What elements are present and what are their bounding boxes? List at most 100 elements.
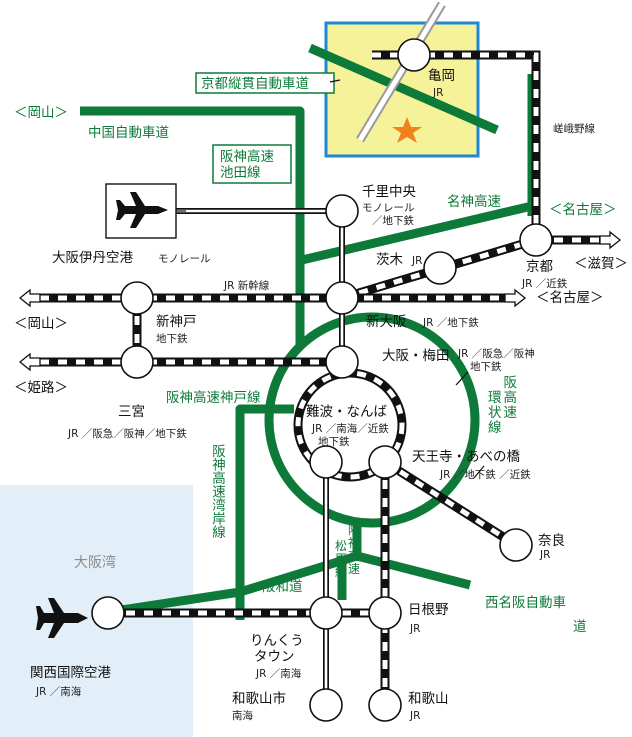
sagano-label: 嵯峨野線 [553, 122, 595, 135]
wakayama-sub: JR [409, 710, 420, 722]
shin-osaka-sub: JR ／地下鉄 [422, 316, 479, 329]
osaka-umeda-name: 大阪・梅田 [382, 348, 450, 364]
shinkansen-label: JR 新幹線 [223, 279, 270, 292]
kanjo-b: 状 [488, 405, 502, 421]
hanshin-ikeda-box [212, 144, 292, 184]
station-shin-kobe[interactable] [120, 281, 154, 315]
shin-kobe-sub: 地下鉄 [156, 332, 188, 345]
airplane-icon [116, 192, 168, 228]
kyoto-name: 京都 [526, 259, 553, 275]
road-nishimeihan [355, 551, 472, 590]
matsubara-g: 速 [348, 562, 361, 576]
arrow-east-shiga [599, 230, 622, 250]
kyoto-jukan-label: 京都縦貫自動車道 [201, 76, 309, 92]
road-kanjo-loop [264, 312, 480, 528]
station-kyoto[interactable] [519, 223, 553, 257]
wakayamashi-name: 和歌山市 [232, 690, 286, 707]
hineno-name: 日根野 [408, 602, 449, 618]
dir-nagoya-road: ＜名古屋＞ [549, 202, 617, 218]
dir-okayama-rail: ＜岡山＞ [14, 316, 68, 332]
meishin-label: 名神高速 [447, 193, 501, 210]
osaka-bay-label: 大阪湾 [74, 554, 116, 571]
hanshin-ikeda-label1: 阪神高速 [220, 148, 274, 165]
matsubara-c: 線 [335, 565, 348, 579]
kix-name: 関西国際空港 [30, 665, 111, 681]
station-osaka-umeda[interactable] [325, 345, 359, 379]
station-ibaraki[interactable] [423, 251, 457, 285]
station-kameoka[interactable] [397, 38, 431, 72]
matsubara-d: 阪 [348, 523, 361, 537]
station-namba[interactable] [309, 445, 343, 479]
senri-chuo-sub2: ／地下鉄 [372, 214, 414, 227]
hanwa-label: 阪和道 [262, 579, 303, 595]
kameoka-name: 亀岡 [428, 68, 455, 84]
direction-arrows [18, 230, 622, 372]
osaka-umeda-sub1: JR ／阪急／阪神 [457, 347, 535, 360]
sannomiya-name: 三宮 [118, 404, 145, 420]
road-wangan [107, 520, 362, 617]
station-wakayama[interactable] [368, 688, 402, 722]
road-kobe-line [235, 404, 294, 620]
senri-chuo-name: 千里中央 [362, 184, 416, 200]
station-rinku[interactable] [309, 596, 343, 630]
dir-himeji: ＜姫路＞ [14, 380, 68, 396]
ibaraki-sub: JR [411, 255, 422, 267]
station-nara[interactable] [499, 528, 533, 562]
hineno-sub: JR [409, 623, 420, 635]
arrow-east-nagoya [504, 288, 527, 308]
matsubara-f: 高 [348, 549, 361, 563]
matsubara-a: 松 [335, 539, 348, 553]
shin-osaka-name: 新大阪 [366, 314, 407, 330]
nara-sub: JR [539, 549, 550, 561]
nara-name: 奈良 [538, 533, 565, 549]
station-wakayamashi[interactable] [309, 688, 343, 722]
namba-sub2: 地下鉄 [318, 435, 350, 448]
kanjo-f: 速 [503, 405, 518, 421]
nishimeihan-label: 西名阪自動車 [485, 595, 566, 611]
kyoto-sub: JR ／近鉄 [521, 277, 568, 290]
chugoku-label: 中国自動車道 [88, 125, 169, 141]
kanjo-c: 線 [488, 420, 502, 436]
kameoka-sub: JR [432, 87, 443, 99]
rinku-name1: りんくう [250, 633, 304, 649]
wakayama-name: 和歌山 [408, 691, 449, 707]
stations [91, 38, 553, 722]
station-senri-chuo[interactable] [325, 194, 359, 228]
kix-airplane-icon [36, 598, 88, 638]
namba-sub1: JR ／南海／近鉄 [311, 422, 389, 435]
station-shin-osaka[interactable] [325, 281, 359, 315]
wakayamashi-sub: 南海 [232, 709, 253, 722]
shin-kobe-name: 新神戸 [156, 314, 197, 330]
dir-shiga: ＜滋賀＞ [574, 256, 628, 272]
osaka-itami-sub: モノレール [158, 253, 211, 265]
station-sannomiya[interactable] [120, 345, 154, 379]
kameoka-star [392, 117, 422, 143]
station-hineno[interactable] [368, 596, 402, 630]
tennoji-name: 天王寺・あべの橋 [412, 449, 520, 465]
road-kyoto-jukan [308, 43, 499, 135]
namba-name: 難波・なんば [306, 404, 387, 420]
rinku-name2: タウン [254, 649, 295, 665]
osaka-umeda-sub2: 地下鉄 [470, 360, 502, 373]
osaka-itami-name: 大阪伊丹空港 [52, 250, 133, 266]
matsubara-vertical: 松 原 線 阪 神 高 速 [335, 524, 360, 579]
kix-sub: JR ／南海 [35, 685, 82, 698]
wangan-vertical: 阪神高速湾岸線 [209, 444, 225, 539]
rinku-sub: JR ／南海 [255, 667, 302, 680]
kanjo-a: 環 [488, 390, 502, 406]
senri-chuo-sub1: モノレール [362, 202, 415, 214]
kanjo-e: 高 [503, 390, 518, 406]
station-tennoji[interactable] [368, 445, 402, 479]
kyoto-jukan-box [195, 72, 335, 94]
dir-nagoya-rail: ＜名古屋＞ [536, 290, 604, 306]
station-kix[interactable] [91, 596, 125, 630]
sannomiya-sub: JR ／阪急／阪神／地下鉄 [67, 427, 187, 440]
arrow-west-okayama [18, 288, 41, 308]
dir-okayama-road: ＜岡山＞ [14, 105, 68, 121]
tennoji-sub: JR ／地下鉄 ／近鉄 [439, 468, 531, 481]
hanshin-ikeda-label2: 池田線 [220, 165, 261, 181]
nishimeihan-label2: 道 [573, 619, 587, 635]
kanjo-d: 阪 [503, 375, 518, 391]
road-chugoku [80, 106, 305, 345]
